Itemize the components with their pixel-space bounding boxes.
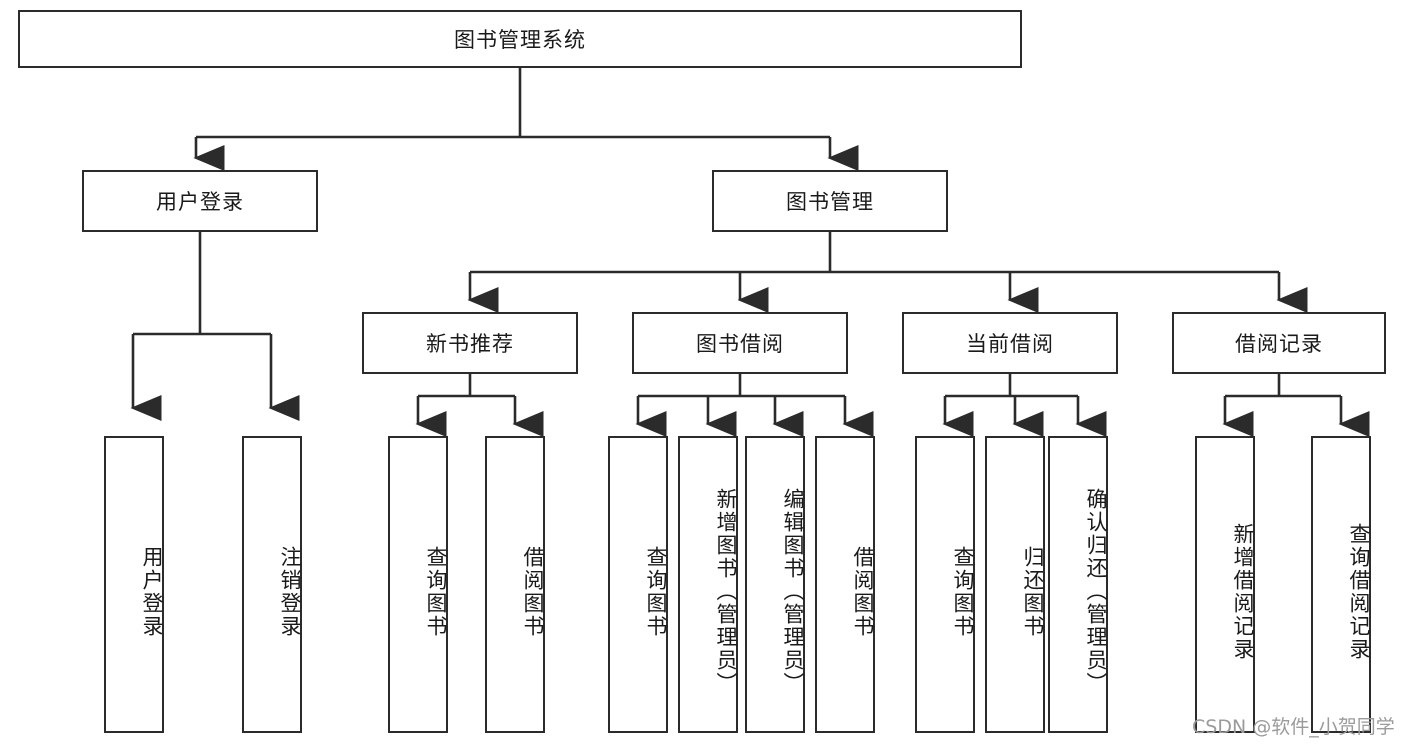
- leaf-user-login-login[interactable]: 用户登录: [104, 436, 164, 733]
- node-label: 归还图书: [1021, 545, 1045, 638]
- leaf-current-return-book[interactable]: 归还图书: [985, 436, 1045, 733]
- leaf-borrow-add-book-admin[interactable]: 新增图书（管理员）: [678, 436, 738, 733]
- leaf-borrow-edit-book-admin[interactable]: 编辑图书（管理员）: [745, 436, 805, 733]
- node-label: 新增借阅记录: [1231, 522, 1255, 661]
- node-label: 图书管理系统: [454, 28, 586, 52]
- node-label: 查询借阅记录: [1347, 522, 1371, 661]
- leaf-recommend-query-book[interactable]: 查询图书: [388, 436, 448, 733]
- node-label: 图书管理: [786, 190, 874, 214]
- node-label: 图书借阅: [696, 332, 784, 356]
- leaf-borrow-query-book[interactable]: 查询图书: [608, 436, 668, 733]
- node-borrow-record[interactable]: 借阅记录: [1172, 312, 1386, 374]
- node-label: 确认归还（管理员）: [1084, 488, 1108, 695]
- leaf-record-add-record[interactable]: 新增借阅记录: [1195, 436, 1255, 733]
- node-label: 用户登录: [140, 545, 164, 638]
- node-new-book-recommend[interactable]: 新书推荐: [362, 312, 578, 374]
- leaf-recommend-borrow-book[interactable]: 借阅图书: [485, 436, 545, 733]
- node-label: 当前借阅: [966, 332, 1054, 356]
- node-label: 借阅图书: [521, 545, 545, 638]
- node-label: 查询图书: [951, 545, 975, 638]
- node-label: 注销登录: [278, 545, 302, 638]
- node-label: 新书推荐: [426, 332, 514, 356]
- leaf-user-login-logout[interactable]: 注销登录: [242, 436, 302, 733]
- node-label: 编辑图书（管理员）: [781, 488, 805, 695]
- leaf-current-query-book[interactable]: 查询图书: [915, 436, 975, 733]
- node-label: 查询图书: [424, 545, 448, 638]
- node-label: 借阅记录: [1235, 332, 1323, 356]
- node-user-login[interactable]: 用户登录: [82, 170, 318, 232]
- node-label: 借阅图书: [851, 545, 875, 638]
- node-label: 用户登录: [156, 190, 244, 214]
- node-label: 查询图书: [644, 545, 668, 638]
- leaf-borrow-borrow-book[interactable]: 借阅图书: [815, 436, 875, 733]
- node-book-borrow[interactable]: 图书借阅: [632, 312, 848, 374]
- csdn-watermark: CSDN @软件_小贺同学: [1192, 716, 1395, 738]
- node-root-book-management-system[interactable]: 图书管理系统: [18, 10, 1022, 68]
- node-current-borrow[interactable]: 当前借阅: [902, 312, 1118, 374]
- leaf-current-confirm-return-admin[interactable]: 确认归还（管理员）: [1048, 436, 1108, 733]
- leaf-record-query-record[interactable]: 查询借阅记录: [1311, 436, 1371, 733]
- node-book-management[interactable]: 图书管理: [712, 170, 948, 232]
- node-label: 新增图书（管理员）: [714, 488, 738, 695]
